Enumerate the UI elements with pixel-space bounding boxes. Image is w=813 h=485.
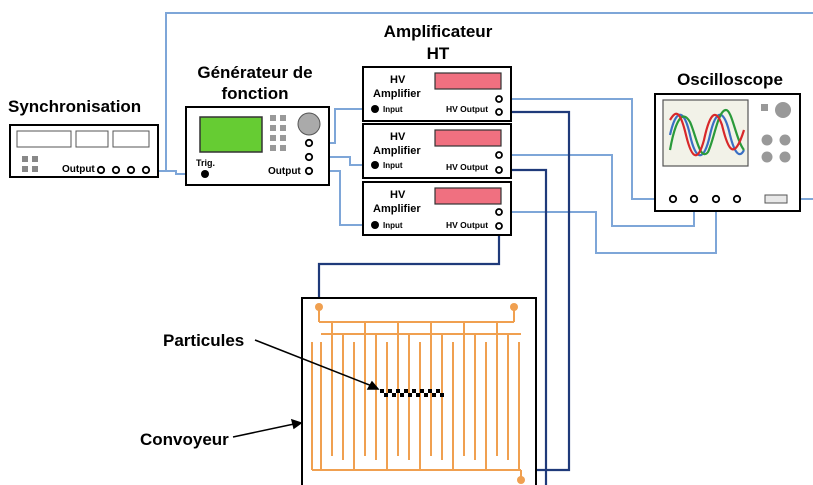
particle-chain	[380, 389, 444, 397]
amp2-monitor-port	[495, 151, 503, 159]
particle	[404, 389, 408, 393]
hv-amplifier-3: HV Amplifier Input HV Output	[362, 181, 512, 236]
sync-output-ports	[96, 165, 151, 175]
particle	[380, 389, 384, 393]
hv-wires	[317, 110, 571, 485]
conveyor	[301, 297, 537, 485]
sync-display-3	[112, 130, 150, 148]
sync-buttons	[22, 156, 38, 172]
generator-knob	[297, 112, 321, 136]
generator-output-label: Output	[268, 166, 301, 177]
hv-amplifier-2: HV Amplifier Input HV Output	[362, 123, 512, 179]
oscilloscope-device	[654, 93, 801, 212]
amplificateur-label-line1: Amplificateur	[384, 22, 493, 41]
amp3-hv-wire	[317, 226, 501, 305]
scope-input-ports	[668, 194, 742, 204]
generator-trig-label: Trig.	[196, 158, 215, 168]
sync-display-2	[75, 130, 109, 148]
particle	[396, 389, 400, 393]
particle	[424, 393, 428, 397]
sync-output-label: Output	[62, 164, 95, 175]
amp2-hv-port	[495, 166, 503, 174]
hv-amplifier-1: HV Amplifier Input HV Output	[362, 66, 512, 122]
label-arrows	[232, 339, 380, 438]
particle	[388, 389, 392, 393]
generator-output-ports	[304, 138, 314, 176]
amp3-display	[434, 187, 502, 205]
amp3-monitor-port	[495, 208, 503, 216]
particle	[412, 389, 416, 393]
electrode-terminals	[315, 303, 525, 484]
amp3-title-line1: HV	[390, 189, 406, 201]
amp2-display	[434, 129, 502, 147]
amp2-hv-wire	[499, 168, 548, 485]
amp3-title-line2: Amplifier	[373, 203, 421, 215]
amp2-title-line2: Amplifier	[373, 145, 421, 157]
amp3-to-scope-wire	[499, 199, 717, 254]
amp1-hv-port	[495, 108, 503, 116]
amp2-hv-output-label: HV Output	[446, 162, 488, 172]
convoyeur-arrow	[232, 423, 295, 438]
amp1-title-line1: HV	[390, 74, 406, 86]
amplificateur-label-line2: HT	[427, 44, 450, 63]
generator-trig-port	[201, 170, 209, 178]
generator-screen	[199, 116, 263, 153]
amp1-monitor-port	[495, 95, 503, 103]
particle	[432, 393, 436, 397]
amp1-input-port	[371, 105, 379, 113]
particules-arrow	[254, 339, 373, 387]
amp3-input-label: Input	[383, 221, 403, 230]
generateur-label-line1: Générateur de	[197, 63, 312, 82]
scope-usb-port	[764, 194, 788, 204]
synchronisation-label: Synchronisation	[8, 97, 141, 116]
amp2-input-label: Input	[383, 161, 403, 170]
scope-knob-large	[775, 102, 791, 118]
particle	[436, 389, 440, 393]
particle	[408, 393, 412, 397]
scope-waveforms	[668, 108, 746, 157]
amp2-to-scope-wire	[499, 154, 695, 227]
amp1-display	[434, 72, 502, 90]
oscilloscope-label: Oscilloscope	[677, 70, 783, 89]
amp3-input-port	[371, 221, 379, 229]
amp2-title-line1: HV	[390, 131, 406, 143]
amp2-input-port	[371, 161, 379, 169]
amp1-to-scope-wire	[499, 98, 673, 200]
particle	[400, 393, 404, 397]
particle	[440, 393, 444, 397]
amp3-hv-output-label: HV Output	[446, 220, 488, 230]
conveyor-electrodes	[311, 307, 522, 480]
particle	[384, 393, 388, 397]
sync-display-1	[16, 130, 72, 148]
generator-keypad	[270, 115, 286, 151]
function-generator: Trig. Output	[185, 106, 330, 186]
particules-label: Particules	[163, 331, 244, 350]
convoyeur-label: Convoyeur	[140, 430, 229, 449]
particle	[428, 389, 432, 393]
scope-button-1	[761, 104, 768, 111]
scope-knobs	[761, 134, 791, 163]
amp1-input-label: Input	[383, 105, 403, 114]
generateur-label-line2: fonction	[221, 84, 288, 103]
amp1-hv-output-label: HV Output	[446, 104, 488, 114]
particle	[416, 393, 420, 397]
synchronisation-device: Output	[9, 124, 159, 178]
amp1-title-line2: Amplifier	[373, 88, 421, 100]
particle	[420, 389, 424, 393]
amp3-hv-port	[495, 222, 503, 230]
particle	[392, 393, 396, 397]
